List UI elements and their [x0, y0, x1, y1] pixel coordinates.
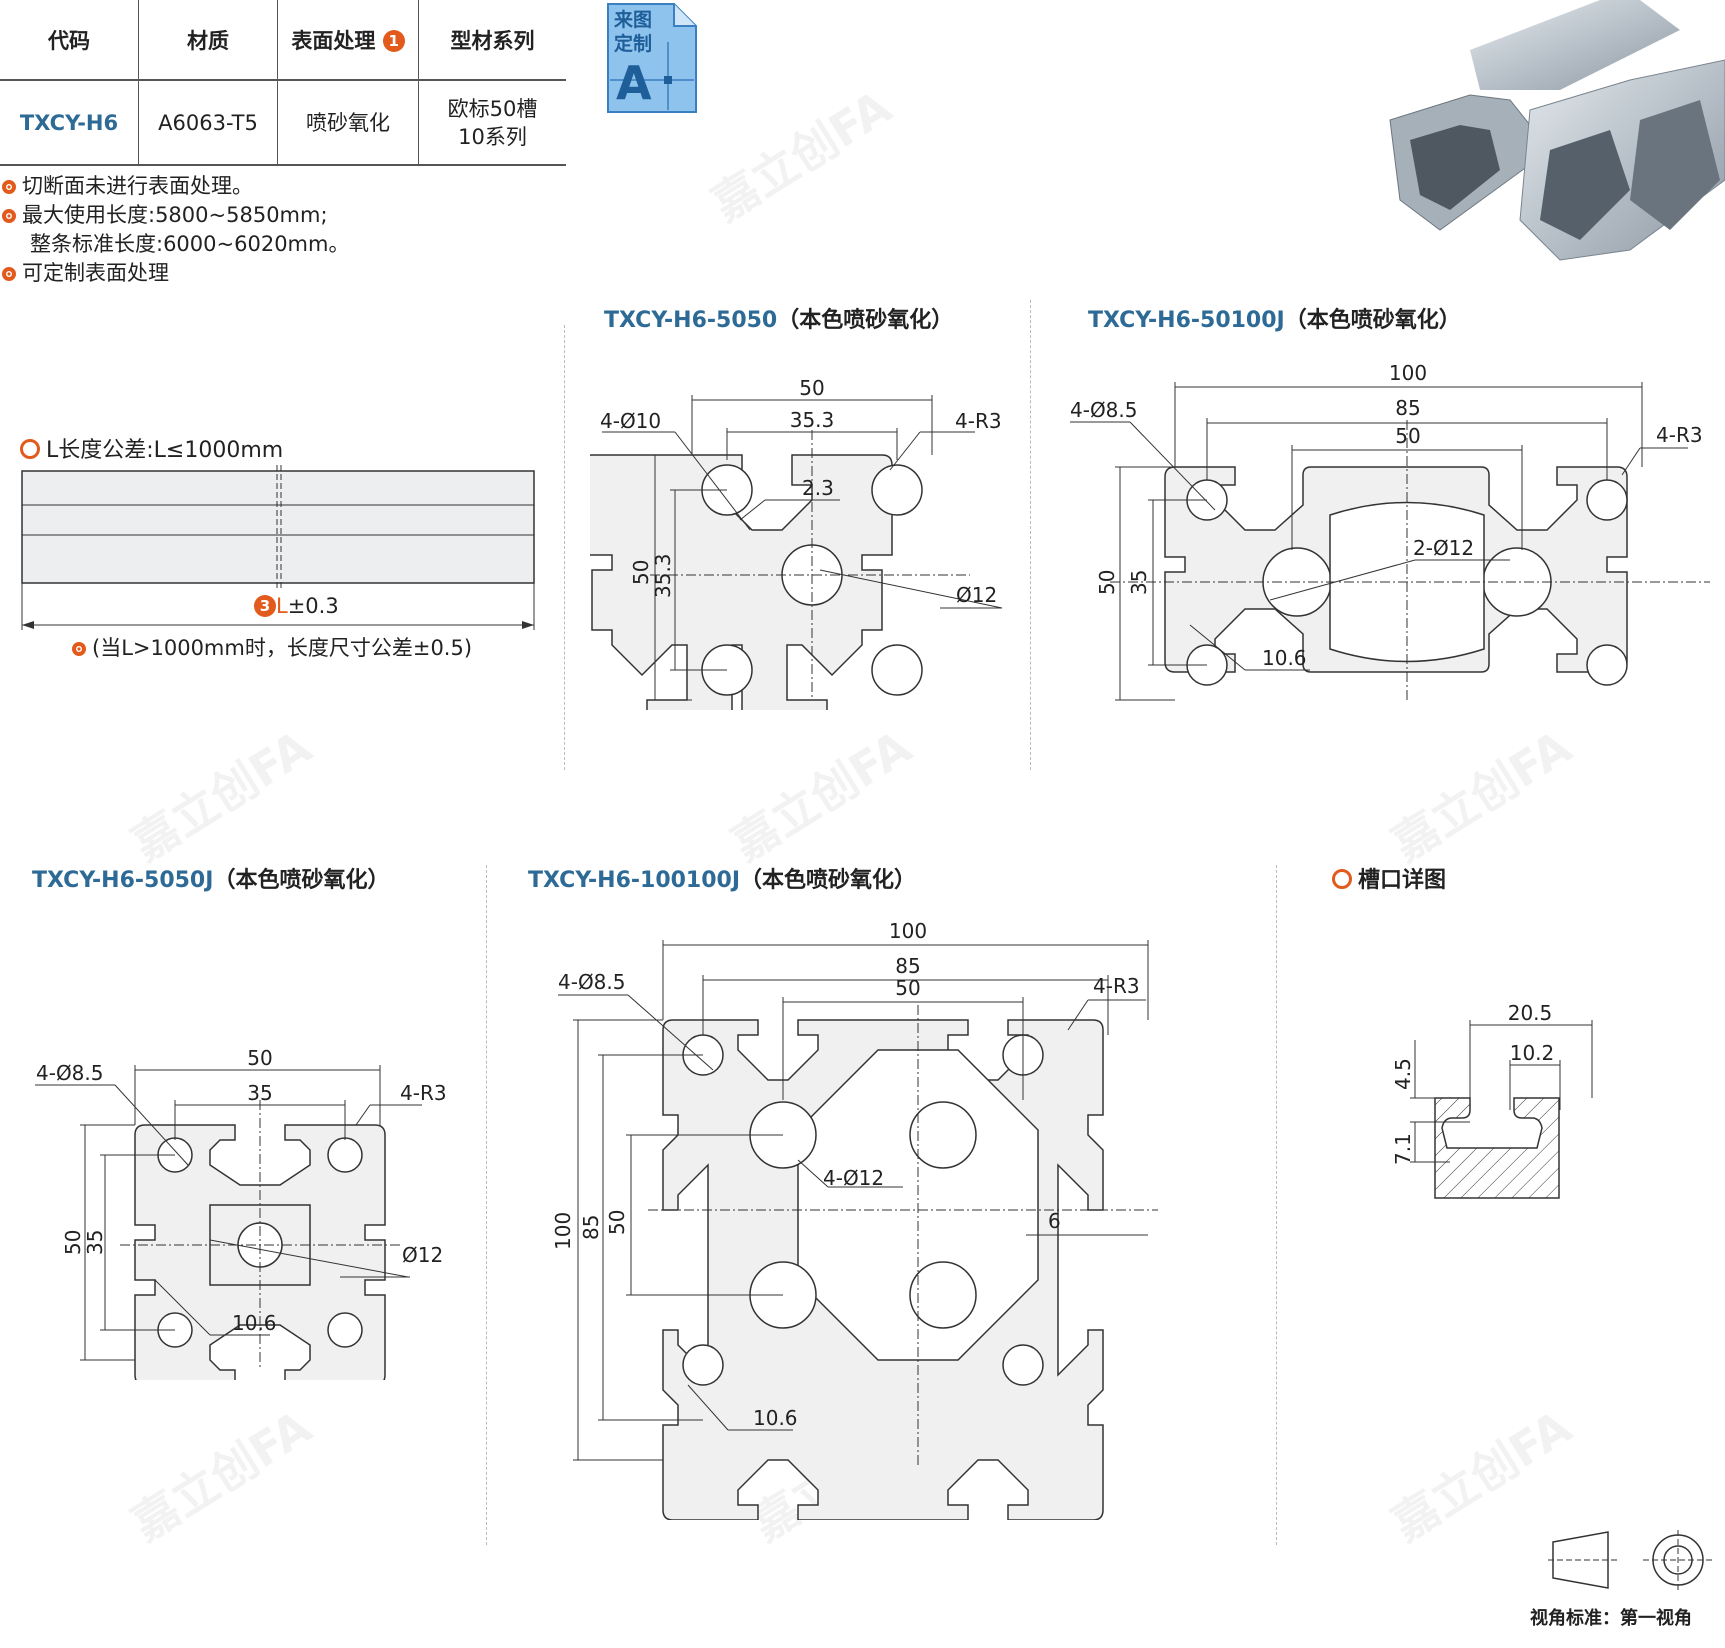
header-series: 型材系列 — [418, 0, 566, 81]
dim-label: 50 — [1095, 570, 1119, 595]
dim-label: 85 — [1395, 396, 1420, 420]
note-item: 可定制表面处理 — [2, 259, 349, 288]
section-title-50100j: TXCY-H6-50100J（本色喷砂氧化） — [1088, 308, 1461, 333]
cell-series: 欧标50槽 10系列 — [418, 80, 566, 166]
dim-label: 20.5 — [1508, 1001, 1553, 1025]
dim-label: 35.3 — [651, 553, 675, 598]
length-diagram — [21, 465, 535, 630]
header-surface: 表面处理 1 — [277, 0, 419, 81]
watermark: 嘉立创FA — [702, 79, 901, 232]
separator — [1030, 300, 1031, 770]
dim-label: 100 — [1389, 361, 1427, 385]
view-standard: 视角标准：第一视角 — [1530, 1608, 1692, 1629]
length-note: (当L>1000mm时，长度尺寸公差±0.5) — [72, 632, 472, 662]
product-photo — [1380, 0, 1725, 275]
dim-label: 4-R3 — [1093, 974, 1140, 998]
dim-label: 35 — [83, 1230, 107, 1255]
projection-symbol-icon — [1548, 1530, 1713, 1590]
watermark: 嘉立创FA — [122, 719, 321, 872]
dim-label: 100 — [551, 1212, 575, 1250]
dim-label: 85 — [579, 1215, 603, 1240]
section-title-100100j: TXCY-H6-100100J（本色喷砂氧化） — [528, 868, 917, 893]
dim-label: Ø12 — [402, 1243, 443, 1267]
watermark: 嘉立创FA — [1382, 719, 1581, 872]
dim-label: Ø12 — [956, 583, 997, 607]
spec-table: 代码 材质 表面处理 1 型材系列 TXCY-H6 A6063-T5 喷砂氧化 … — [0, 0, 566, 166]
dim-label: 50 — [247, 1046, 272, 1070]
table-header-row: 代码 材质 表面处理 1 型材系列 — [0, 0, 566, 81]
drawing-100100j: 100 85 50 4-Ø8.5 4-R3 4-Ø12 6 100 85 50 … — [551, 919, 1158, 1520]
tol-value: ±0.3 — [287, 594, 339, 618]
watermark: 嘉立创FA — [122, 1399, 321, 1552]
separator — [564, 325, 565, 770]
dim-label: 4.5 — [1391, 1058, 1415, 1090]
dim-label: 85 — [895, 954, 920, 978]
separator — [486, 865, 487, 1545]
note-badge: 3 — [254, 595, 276, 617]
table-row: TXCY-H6 A6063-T5 喷砂氧化 欧标50槽 10系列 — [0, 80, 566, 166]
dim-label: 2-Ø12 — [1413, 536, 1474, 560]
notes-list: 切断面未进行表面处理。 最大使用长度:5800~5850mm; 整条标准长度:6… — [2, 172, 349, 288]
bullet-icon — [2, 209, 16, 223]
drawing-5050j: 50 35 4-Ø8.5 4-R3 50 35 Ø12 10.6 — [35, 1046, 447, 1380]
cell-surface: 喷砂氧化 — [277, 80, 419, 166]
drawing-50100j: 100 85 50 4-Ø8.5 4-R3 2-Ø12 50 35 10.6 — [1070, 361, 1710, 701]
icon-text-2: 定制 — [614, 33, 653, 55]
dim-label: 35.3 — [790, 408, 835, 432]
dim-label: 4-R3 — [1656, 423, 1703, 447]
icon-text-1: 来图 — [614, 9, 653, 31]
cell-material: A6063-T5 — [138, 80, 278, 166]
header-material: 材质 — [138, 0, 278, 81]
dim-label: 4-Ø10 — [600, 409, 661, 433]
dim-label: 2.3 — [802, 476, 834, 500]
ring-icon — [1332, 869, 1352, 889]
note-item: 最大使用长度:5800~5850mm; — [2, 201, 349, 230]
icon-letter: A — [616, 56, 652, 110]
custom-drawing-icon[interactable]: 来图 定制 A — [606, 2, 698, 114]
dim-label: 4-R3 — [400, 1081, 447, 1105]
dim-label: 50 — [895, 976, 920, 1000]
bullet-icon — [72, 642, 86, 656]
separator — [1276, 865, 1277, 1545]
dim-label: 4-Ø8.5 — [558, 970, 626, 994]
dim-label: 4-Ø12 — [823, 1166, 884, 1190]
ring-icon — [20, 439, 40, 459]
series-line-2: 10系列 — [458, 124, 527, 149]
header-code: 代码 — [0, 0, 139, 81]
dim-label: 4-Ø8.5 — [36, 1061, 104, 1085]
dim-label: 100 — [889, 919, 927, 943]
slot-detail-drawing: 20.5 10.2 4.5 7.1 — [1391, 1001, 1593, 1199]
dim-label: 10.6 — [232, 1311, 277, 1335]
length-tolerance-label: L长度公差:L≤1000mm — [20, 432, 283, 464]
dim-label: 50 — [629, 560, 653, 585]
cell-code: TXCY-H6 — [0, 80, 139, 166]
section-title-5050j: TXCY-H6-5050J（本色喷砂氧化） — [32, 868, 390, 893]
bullet-icon — [2, 267, 16, 281]
dim-label: 4-Ø8.5 — [1070, 398, 1138, 422]
dim-label: 7.1 — [1391, 1133, 1415, 1165]
dim-label: 35 — [247, 1081, 272, 1105]
dim-label: 10.6 — [753, 1406, 798, 1430]
note-badge: 1 — [382, 29, 405, 52]
dim-label: 50 — [1395, 424, 1420, 448]
dim-label: 35 — [1127, 570, 1151, 595]
drawing-5050: 50 35.3 4-Ø10 2.3 4-R3 50 35.3 Ø12 — [590, 376, 1003, 710]
header-surface-label: 表面处理 — [291, 28, 376, 53]
dim-label: 10.6 — [1262, 646, 1307, 670]
section-title-slot: 槽口详图 — [1332, 862, 1446, 894]
dim-label: 6 — [1048, 1209, 1061, 1233]
dim-label: 50 — [799, 376, 824, 400]
dim-label: 50 — [605, 1210, 629, 1235]
watermark: 嘉立创FA — [722, 719, 921, 872]
tol-L: L — [276, 594, 288, 618]
dim-label: 10.2 — [1510, 1041, 1555, 1065]
note-item: 切断面未进行表面处理。 — [2, 172, 349, 201]
series-line-1: 欧标50槽 — [447, 96, 538, 121]
bullet-icon — [2, 180, 16, 194]
note-item: 整条标准长度:6000~6020mm。 — [30, 232, 350, 256]
dim-label: 50 — [61, 1230, 85, 1255]
section-title-5050: TXCY-H6-5050（本色喷砂氧化） — [604, 308, 954, 333]
dim-label: 4-R3 — [955, 409, 1002, 433]
